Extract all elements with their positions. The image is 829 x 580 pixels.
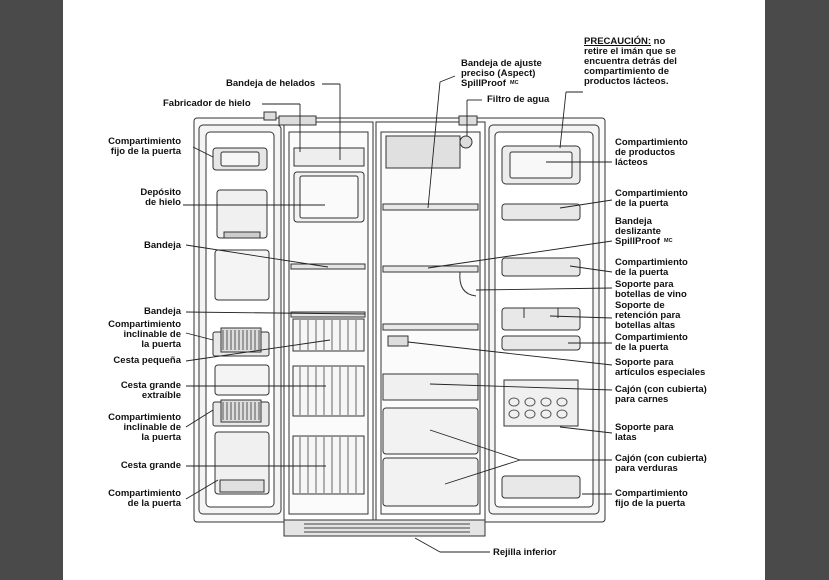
crisper-drawer-bottom	[382, 457, 479, 507]
label-rejilla-inferior: Rejilla inferior	[493, 547, 557, 558]
label-compartimiento-lacteos: Compartimiento de productos lácteos	[615, 137, 688, 168]
large-basket	[292, 435, 365, 495]
fresh-shelf-1	[382, 203, 479, 211]
special-items-holder	[387, 335, 409, 347]
label-bandeja-ajuste-mark: MC	[510, 80, 519, 86]
label-deposito-hielo: Depósito de hielo	[140, 187, 181, 208]
label-compartimiento-puerta-2: Compartimiento de la puerta	[615, 257, 688, 278]
label-compartimiento-inclinable-2: Compartimiento inclinable de la puerta	[108, 412, 181, 443]
label-compartimiento-fijo-puerta-sup: Compartimiento fijo de la puerta	[108, 136, 181, 157]
label-soporte-especiales: Soporte para artículos especiales	[615, 357, 706, 378]
tall-bottle-retainer	[501, 307, 581, 331]
fresh-shelf-2	[382, 265, 479, 273]
fresh-shelf-3	[382, 323, 479, 331]
caution-text-first: no	[651, 36, 666, 47]
label-compartimiento-puerta-1: Compartimiento de la puerta	[615, 188, 688, 209]
control-panel	[385, 135, 461, 169]
label-bandeja-1: Bandeja	[144, 240, 181, 251]
label-cesta-grande: Cesta grande	[120, 460, 181, 471]
caution-text: retire el imán que se encuentra detrás d…	[584, 46, 677, 87]
label-bandeja-deslizante: Bandeja deslizante SpillProof	[615, 216, 661, 247]
meat-drawer	[382, 373, 479, 401]
label-soporte-retencion: Soporte de retención para botellas altas	[615, 300, 681, 331]
caution-heading: PRECAUCIÓN:	[584, 36, 652, 47]
label-bandeja-deslizante-mark: MC	[664, 238, 673, 244]
label-cajon-verduras: Cajón (con cubierta) para verduras	[615, 453, 707, 474]
caution-note: PRECAUCIÓN: no	[584, 37, 665, 47]
label-cajon-carnes: Cajón (con cubierta) para carnes	[615, 384, 707, 405]
left-door-bin-bottom	[214, 431, 270, 495]
label-bandeja-2: Bandeja	[144, 306, 181, 317]
label-compartimiento-puerta-inf: Compartimiento de la puerta	[108, 488, 181, 509]
label-compartimiento-fijo-puerta: Compartimiento fijo de la puerta	[615, 488, 688, 509]
label-soporte-latas: Soporte para latas	[615, 422, 674, 443]
right-door-bin-bottom	[501, 475, 581, 499]
label-bandeja-helados: Bandeja de helados	[226, 78, 316, 89]
label-compartimiento-inclinable-1: Compartimiento inclinable de la puerta	[108, 319, 181, 350]
water-filter	[459, 135, 473, 149]
freezer-shelf-2	[290, 311, 366, 318]
ice-dispenser	[216, 189, 268, 239]
label-compartimiento-puerta-3: Compartimiento de la puerta	[615, 332, 688, 353]
crisper-drawer-top	[382, 407, 479, 455]
small-basket	[292, 318, 365, 352]
wine-rack	[459, 271, 477, 297]
label-cesta-grande-extraible: Cesta grande extraíble	[120, 380, 181, 401]
freezer-shelf-1	[290, 263, 366, 270]
label-filtro-agua: Filtro de agua	[487, 94, 550, 105]
large-pullout-basket	[292, 365, 365, 417]
label-cesta-pequena: Cesta pequeña	[113, 355, 181, 366]
right-door-bin-2	[501, 257, 581, 277]
label-bandeja-ajuste: Bandeja de ajuste preciso (Aspect) Spill…	[461, 58, 542, 89]
label-fabricador-hielo: Fabricador de hielo	[163, 98, 251, 109]
label-soporte-vino: Soporte para botellas de vino	[615, 279, 687, 300]
ice-cream-tray	[293, 147, 365, 167]
